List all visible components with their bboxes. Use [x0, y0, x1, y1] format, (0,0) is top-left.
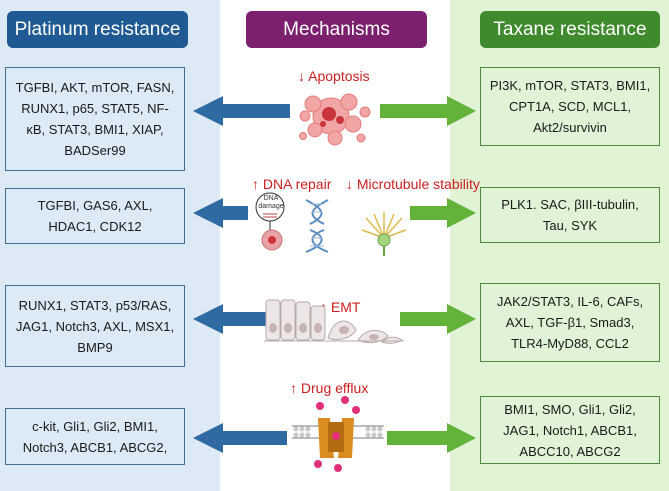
right-arrow-apoptosis — [380, 96, 476, 126]
mechanism-dna-repair: ↑ DNA repair — [252, 176, 332, 192]
microtubule-illustration — [361, 212, 407, 256]
mechanisms-column — [220, 0, 450, 491]
taxane-header: Taxane resistance — [480, 11, 660, 48]
platinum-header: Platinum resistance — [7, 11, 188, 48]
left-arrow-emt — [193, 304, 266, 334]
left-arrow-drug-efflux — [193, 423, 287, 453]
taxane-box-emt: JAK2/STAT3, IL-6, CAFs, AXL, TGF-β1, Sma… — [480, 283, 660, 362]
apoptotic-cell-illustration — [299, 93, 371, 146]
mechanism-emt: ↑ EMT — [320, 299, 361, 315]
left-arrow-apoptosis — [193, 96, 290, 126]
mechanism-microtubule: ↓ Microtubule stability — [346, 176, 480, 192]
right-arrow-emt — [400, 304, 476, 334]
left-arrow-dna-repair — [193, 198, 248, 228]
right-arrow-drug-efflux — [387, 423, 476, 453]
mechanisms-header: Mechanisms — [246, 11, 427, 48]
emt-cells-illustration — [264, 299, 404, 344]
taxane-box-apoptosis: PI3K, mTOR, STAT3, BMI1, CPT1A, SCD, MCL… — [480, 67, 660, 146]
taxane-box-drug-efflux: BMI1, SMO, Gli1, Gli2, JAG1, Notch1, ABC… — [480, 396, 660, 464]
platinum-box-dna-repair: TGFBI, GAS6, AXL, HDAC1, CDK12 — [5, 188, 185, 244]
dna-damage-label: DNA damage — [258, 195, 284, 210]
mechanism-microtubule-text: ↓ Microtubule stability — [346, 176, 480, 192]
mechanism-apoptosis: ↓ Apoptosis — [298, 68, 370, 84]
platinum-box-drug-efflux: c-kit, Gli1, Gli2, BMI1, Notch3, ABCB1, … — [5, 408, 185, 465]
taxane-box-microtubule: PLK1. SAC, βIII-tubulin, Tau, SYK — [480, 187, 660, 243]
mechanism-drug-efflux: ↑ Drug efflux — [290, 380, 369, 396]
dna-damage-illustration — [255, 192, 285, 251]
right-arrow-microtubule — [410, 198, 476, 228]
dna-helix-icon — [305, 199, 329, 253]
drug-efflux-transporter-illustration — [292, 396, 384, 472]
platinum-box-apoptosis: TGFBI, AKT, mTOR, FASN, RUNX1, p65, STAT… — [5, 67, 185, 171]
platinum-box-emt: RUNX1, STAT3, p53/RAS, JAG1, Notch3, AXL… — [5, 285, 185, 367]
